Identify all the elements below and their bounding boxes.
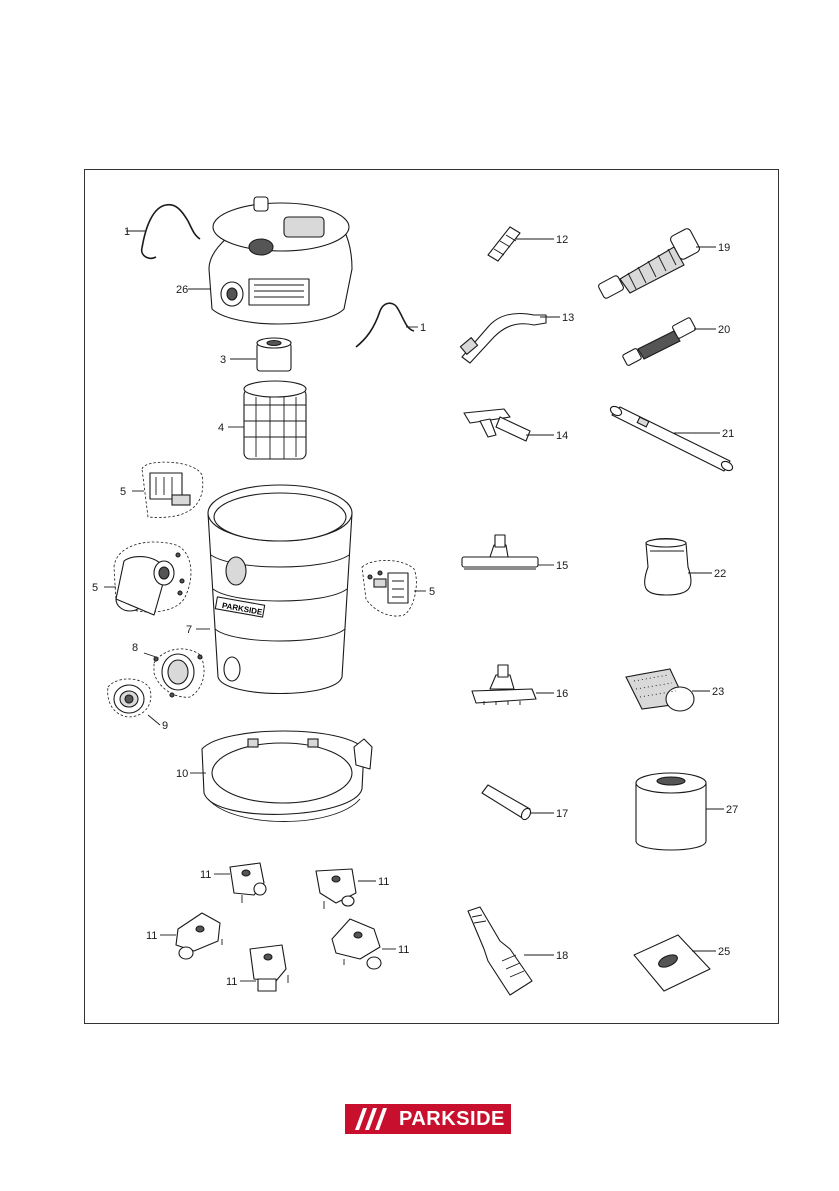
part-11-caster-a: 11 (200, 863, 266, 903)
part-5-clip-right: 5 (362, 560, 435, 616)
part-7-drum: PARKSIDE 7 (186, 485, 352, 694)
part-4-filter-cage: 4 (218, 381, 306, 459)
label-3: 3 (220, 354, 226, 366)
part-19-hose: 19 (598, 227, 731, 299)
label-10: 10 (176, 768, 188, 780)
part-12-adapter: 12 (488, 227, 568, 261)
label-17: 17 (556, 808, 568, 820)
part-5-bracket-top: 5 (120, 462, 203, 517)
part-8-valve: 8 (132, 642, 204, 697)
label-11-c: 11 (146, 930, 157, 942)
label-21: 21 (722, 428, 734, 440)
brand-name: PARKSIDE (395, 1104, 511, 1134)
part-27-cartridge: 27 (636, 773, 738, 850)
label-11-b: 11 (378, 876, 389, 888)
part-20-short-hose: 20 (622, 317, 730, 366)
label-11-a: 11 (200, 869, 211, 881)
label-4: 4 (218, 422, 224, 434)
label-15: 15 (556, 560, 568, 572)
label-8: 8 (132, 642, 138, 654)
label-18: 18 (556, 950, 568, 962)
label-13: 13 (562, 312, 574, 324)
label-23: 23 (712, 686, 724, 698)
label-5-left: 5 (92, 582, 98, 594)
label-14: 14 (556, 430, 568, 442)
part-15-floor-nozzle: 15 (462, 535, 568, 572)
label-20: 20 (718, 324, 730, 336)
part-11-caster-d: 11 (332, 919, 409, 969)
part-17-crevice: 17 (482, 785, 568, 821)
label-1-left: 1 (124, 226, 130, 238)
label-5-right: 5 (429, 586, 435, 598)
part-26-motor-head: 26 (176, 197, 352, 324)
label-11-d: 11 (398, 944, 409, 956)
part-1-handle-left: 1 (124, 205, 200, 259)
part-10-base-ring: 10 (176, 731, 372, 822)
part-18-wide-nozzle: 18 (468, 907, 568, 995)
part-11-caster-c: 11 (146, 913, 222, 959)
part-3-filter-cap: 3 (220, 338, 291, 371)
label-22: 22 (714, 568, 726, 580)
part-14-nozzle: 14 (464, 409, 568, 442)
part-11-caster-e: 11 (226, 945, 288, 991)
label-12: 12 (556, 234, 568, 246)
label-27: 27 (726, 804, 738, 816)
label-5-top: 5 (120, 486, 126, 498)
part-1-handle-right: 1 (356, 303, 426, 347)
part-23-foam-filter: 23 (626, 669, 724, 711)
part-11-caster-b: 11 (316, 869, 389, 909)
part-16-small-nozzle: 16 (472, 665, 568, 705)
label-25: 25 (718, 946, 730, 958)
part-25-paper-bag: 25 (634, 935, 730, 991)
label-16: 16 (556, 688, 568, 700)
label-1-right: 1 (420, 322, 426, 334)
label-7: 7 (186, 624, 192, 636)
slashes-icon (345, 1104, 395, 1134)
part-9-cap: 9 (108, 679, 168, 732)
label-19: 19 (718, 242, 730, 254)
part-5-inlet-left: 5 (92, 542, 191, 615)
part-13-bent-tube: 13 (460, 312, 574, 363)
part-22-cloth-bag: 22 (645, 539, 727, 596)
label-11-e: 11 (226, 976, 237, 988)
label-26: 26 (176, 284, 188, 296)
parkside-logo: PARKSIDE (345, 1104, 525, 1134)
part-21-tube: 21 (609, 405, 734, 473)
exploded-parts-diagram: 1 26 1 3 4 (84, 169, 779, 1024)
label-9: 9 (162, 720, 168, 732)
